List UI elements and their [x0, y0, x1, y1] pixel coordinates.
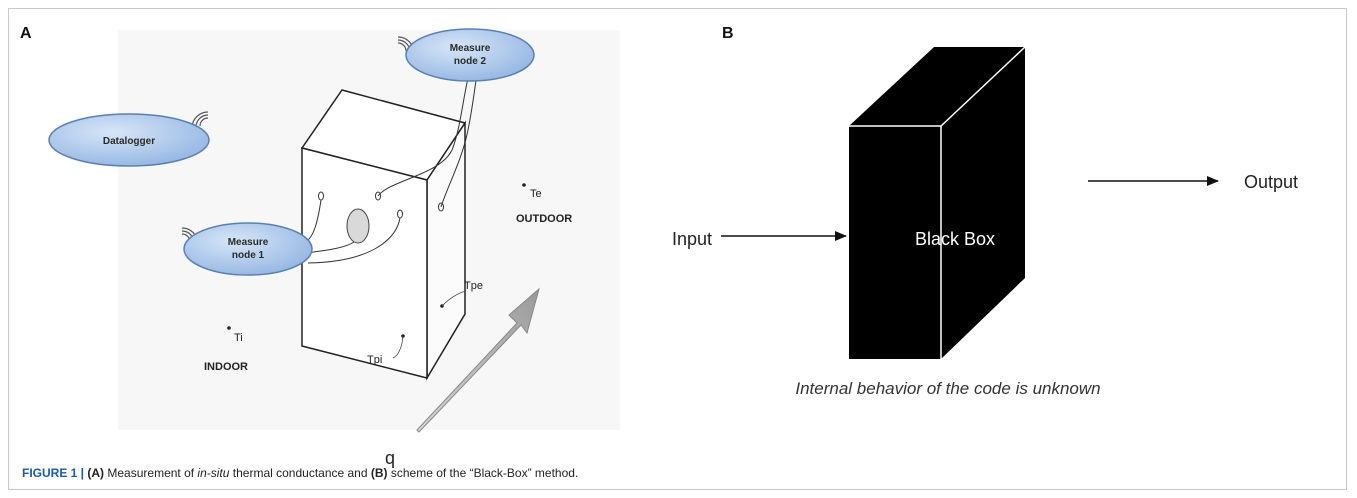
heat-flux-sensor [346, 208, 370, 244]
tpi-leader [392, 335, 404, 359]
sensor-cables [304, 77, 477, 264]
te-label: Te [530, 188, 542, 200]
measure-node-2-line1: Measure [450, 43, 491, 54]
caption-label: FIGURE 1 | [22, 466, 88, 480]
indoor-label: INDOOR [204, 361, 248, 373]
caption-text-1: Measurement of [104, 466, 198, 480]
input-label: Input [672, 229, 712, 249]
q-label: q [385, 448, 395, 468]
output-label: Output [1244, 172, 1298, 192]
heat-flux-arrow [416, 287, 540, 433]
caption-text-3: scheme of the “Black-Box” method. [387, 466, 579, 480]
tpe-label: Tpe [464, 280, 483, 292]
tpi-label: Tpi [367, 354, 382, 366]
panel-a-letter: A [20, 25, 32, 42]
measure-node-1 [183, 222, 313, 276]
outdoor-label: OUTDOOR [516, 213, 572, 225]
measure-node-1-line2: node 1 [232, 250, 265, 261]
wall-block [300, 89, 467, 381]
ti-point [227, 326, 231, 330]
datalogger-label: Datalogger [103, 136, 155, 147]
caption-italic: in-situ [197, 466, 230, 480]
caption-b-marker: (B) [370, 466, 388, 480]
panel-b-letter: B [722, 25, 734, 42]
black-box-note: Internal behavior of the code is unknown [795, 379, 1100, 398]
black-box-cube [849, 46, 1026, 359]
figure-caption: FIGURE 1 | (A) Measurement of in-situ th… [22, 466, 578, 480]
caption-a-marker: (A) [87, 466, 105, 480]
measure-node-2 [405, 28, 535, 82]
te-point [522, 183, 526, 187]
datalogger-node [48, 113, 210, 167]
ti-label: Ti [234, 332, 243, 344]
caption-text-2: thermal conductance and [229, 466, 371, 480]
tpe-leader [441, 290, 467, 307]
black-box-label: Black Box [915, 229, 995, 249]
measure-node-1-line1: Measure [228, 237, 269, 248]
measure-node-2-line2: node 2 [454, 56, 487, 67]
